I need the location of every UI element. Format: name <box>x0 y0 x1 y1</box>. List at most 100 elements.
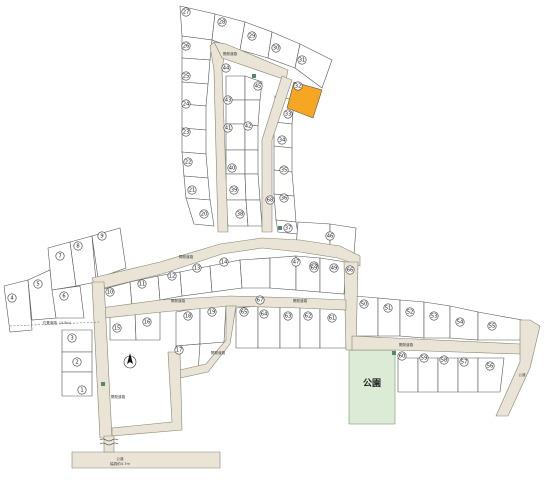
lot-number: 36 <box>281 195 288 201</box>
public-road-label-2: 公道 <box>518 372 526 377</box>
lot-16[interactable]: 16 <box>142 317 152 327</box>
lot-61[interactable]: 61 <box>327 313 337 323</box>
lot-31[interactable]: 31 <box>297 55 307 65</box>
lot-12[interactable]: 12 <box>167 271 177 281</box>
lot-number: 56 <box>487 363 494 369</box>
lot-number: 61 <box>329 315 336 321</box>
lot-40[interactable]: 40 <box>227 163 237 173</box>
lot-43[interactable]: 43 <box>223 95 233 105</box>
lot-24[interactable]: 24 <box>181 99 191 109</box>
lot-number: 7 <box>58 253 61 259</box>
lot-18[interactable]: 18 <box>183 311 193 321</box>
lot-52[interactable]: 52 <box>405 307 415 317</box>
lot-number-circle <box>137 279 147 289</box>
lot-64[interactable]: 64 <box>259 309 269 319</box>
lot-53[interactable]: 53 <box>429 311 439 321</box>
lot-55[interactable]: 55 <box>487 321 497 331</box>
lot-number-circle <box>181 127 191 137</box>
private-road-label: 位置道路（4.5m） <box>43 320 74 325</box>
lot-7[interactable]: 7 <box>55 251 65 261</box>
lot-13[interactable]: 13 <box>192 263 202 273</box>
lot-60[interactable]: 60 <box>397 351 407 361</box>
lot-number: 51 <box>385 305 392 311</box>
lot-21[interactable]: 21 <box>187 185 197 195</box>
lot-32-highlight[interactable] <box>286 81 323 119</box>
lot-number: 35 <box>281 167 288 173</box>
lot-49[interactable]: 49 <box>329 263 339 273</box>
lot-number: 57 <box>461 359 468 365</box>
lot-26[interactable]: 26 <box>181 41 191 51</box>
lot-number: 2 <box>75 359 78 365</box>
lot-56[interactable]: 56 <box>485 361 495 371</box>
lot-62[interactable]: 62 <box>303 311 313 321</box>
lot-17[interactable]: 17 <box>174 345 184 355</box>
lot-19[interactable]: 19 <box>207 307 217 317</box>
lot-39[interactable]: 39 <box>229 185 239 195</box>
lot-3[interactable]: 3 <box>67 333 77 343</box>
lot-number-circle <box>297 55 307 65</box>
lot-65[interactable]: 65 <box>239 307 249 317</box>
lot-66[interactable]: 66 <box>345 265 355 275</box>
lot-58[interactable]: 58 <box>439 355 449 365</box>
lot-46[interactable]: 46 <box>325 231 335 241</box>
lot-1[interactable]: 1 <box>77 385 87 395</box>
lot-54[interactable]: 54 <box>455 317 465 327</box>
lot-63[interactable]: 63 <box>283 311 293 321</box>
lot-15[interactable]: 15 <box>112 323 122 333</box>
lot-22[interactable]: 22 <box>183 157 193 167</box>
lot-23[interactable]: 23 <box>181 127 191 137</box>
lot-57[interactable]: 57 <box>459 357 469 367</box>
lot-11[interactable]: 11 <box>137 279 147 289</box>
lot-34[interactable]: 34 <box>277 135 287 145</box>
lot-number: 65 <box>241 309 248 315</box>
park <box>348 349 396 425</box>
lot-number: 44 <box>223 65 230 71</box>
lot-number-circle <box>181 7 191 17</box>
lot-9[interactable]: 9 <box>97 231 107 241</box>
lot-33[interactable]: 33 <box>283 109 293 119</box>
lot-45[interactable]: 45 <box>253 81 263 91</box>
lot-2[interactable]: 2 <box>72 357 82 367</box>
lot-number-circle <box>293 81 303 91</box>
lot-number: 12 <box>169 273 176 279</box>
lot-44[interactable]: 44 <box>221 63 231 73</box>
lot-30[interactable]: 30 <box>271 43 281 53</box>
lot-8[interactable]: 8 <box>73 241 83 251</box>
lot-4[interactable]: 4 <box>7 293 17 303</box>
lot-47[interactable]: 47 <box>291 257 301 267</box>
lot-number: 28 <box>219 19 226 25</box>
lot-number-circle <box>259 309 269 319</box>
lot-36[interactable]: 36 <box>279 193 289 203</box>
lot-labels: 1234567891011121314151617181920212223242… <box>7 7 497 395</box>
lot-50[interactable]: 50 <box>359 299 369 309</box>
lot-number-circle <box>217 17 227 27</box>
lot-number-circle <box>329 263 339 273</box>
lot-5[interactable]: 5 <box>33 279 43 289</box>
lot-14[interactable]: 14 <box>219 257 229 267</box>
lot-20[interactable]: 20 <box>199 209 209 219</box>
lot-28[interactable]: 28 <box>217 17 227 27</box>
lot-32[interactable]: 32 <box>293 81 303 91</box>
lot-29[interactable]: 29 <box>247 31 257 41</box>
lot-67[interactable]: 67 <box>255 295 265 305</box>
lot-25[interactable]: 25 <box>181 71 191 81</box>
lot-10[interactable]: 10 <box>105 287 115 297</box>
lot-number: 30 <box>273 45 280 51</box>
lot-37[interactable]: 37 <box>283 223 293 233</box>
lot-number: 22 <box>185 159 192 165</box>
lot-number-circle <box>487 321 497 331</box>
lot-42[interactable]: 42 <box>243 121 253 131</box>
lot-6[interactable]: 6 <box>59 291 69 301</box>
lot-35[interactable]: 35 <box>279 165 289 175</box>
lot-number-circle <box>55 251 65 261</box>
lot-68[interactable]: 68 <box>265 195 275 205</box>
lot-59[interactable]: 59 <box>419 353 429 363</box>
park-label: 公園 <box>363 378 381 389</box>
lot-38[interactable]: 38 <box>235 209 245 219</box>
dev-road-label-7: 開発道路 <box>111 394 126 399</box>
lot-number: 54 <box>457 319 464 325</box>
lot-51[interactable]: 51 <box>383 303 393 313</box>
lot-69[interactable]: 69 <box>309 263 319 273</box>
lot-27[interactable]: 27 <box>181 7 191 17</box>
lot-41[interactable]: 41 <box>223 123 233 133</box>
